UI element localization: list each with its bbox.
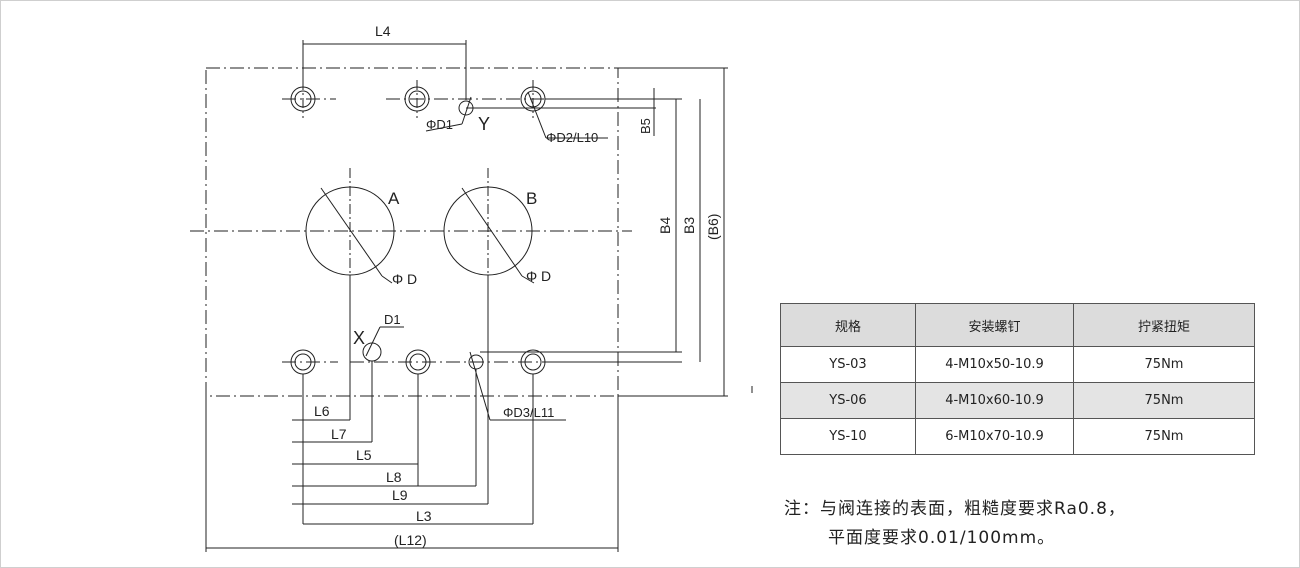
label-l7: L7 — [331, 426, 347, 442]
label-l6: L6 — [314, 403, 330, 419]
label-port-a: A — [388, 189, 400, 208]
label-port-b: B — [526, 189, 537, 208]
table-row: YS-10 6-M10x70-10.9 75Nm — [780, 418, 1255, 455]
note: 注：与阀连接的表面，粗糙度要求Ra0.8， 平面度要求0.01/100mm。 — [784, 495, 1126, 553]
table-cell: YS-10 — [780, 418, 916, 455]
label-d2: ΦD2/L10 — [546, 130, 598, 145]
note-line-1: 注：与阀连接的表面，粗糙度要求Ra0.8， — [784, 499, 1126, 519]
bolt-hole-top-middle — [404, 86, 430, 112]
label-l8: L8 — [386, 469, 402, 485]
table-cell: YS-06 — [780, 382, 916, 419]
label-y: Y — [478, 114, 490, 134]
label-b6: (B6) — [705, 214, 721, 240]
label-b3: B3 — [681, 217, 697, 234]
label-l5: L5 — [356, 447, 372, 463]
table-cell: 75Nm — [1073, 346, 1255, 383]
label-l9: L9 — [392, 487, 408, 503]
label-x: X — [353, 328, 365, 348]
label-l12: (L12) — [394, 532, 427, 548]
table-cell: 4-M10x60-10.9 — [915, 382, 1074, 419]
table-cell: 6-M10x70-10.9 — [915, 418, 1074, 455]
label-l4: L4 — [375, 23, 391, 39]
table-header: 拧紧扭矩 — [1073, 303, 1255, 347]
port-x — [362, 342, 382, 362]
label-d-b: Φ D — [526, 268, 551, 284]
spec-table: 规格 安装螺钉 拧紧扭矩 YS-03 4-M10x50-10.9 75Nm YS… — [780, 303, 1255, 455]
bolt-hole-bottom-left — [290, 349, 316, 375]
table-row: YS-03 4-M10x50-10.9 75Nm — [780, 346, 1255, 383]
label-l3: L3 — [416, 508, 432, 524]
note-line-2: 平面度要求0.01/100mm。 — [828, 528, 1056, 548]
label-d3: ΦD3/L11 — [503, 405, 554, 420]
table-cell: 4-M10x50-10.9 — [915, 346, 1074, 383]
table-cell: 75Nm — [1073, 382, 1255, 419]
label-d1-top: ΦD1 — [426, 117, 453, 132]
table-header-row: 规格 安装螺钉 拧紧扭矩 — [780, 303, 1255, 347]
label-d1-bottom: D1 — [384, 312, 401, 327]
plate-outline — [205, 67, 619, 397]
table-row: YS-06 4-M10x60-10.9 75Nm — [780, 382, 1255, 419]
label-b5: B5 — [638, 118, 653, 134]
table-header: 规格 — [780, 303, 916, 347]
table-cell: YS-03 — [780, 346, 916, 383]
bolt-hole-bottom-right — [520, 349, 546, 375]
table-header: 安装螺钉 — [915, 303, 1074, 347]
label-b4: B4 — [657, 217, 673, 234]
label-d-a: Φ D — [392, 271, 417, 287]
table-cell: 75Nm — [1073, 418, 1255, 455]
